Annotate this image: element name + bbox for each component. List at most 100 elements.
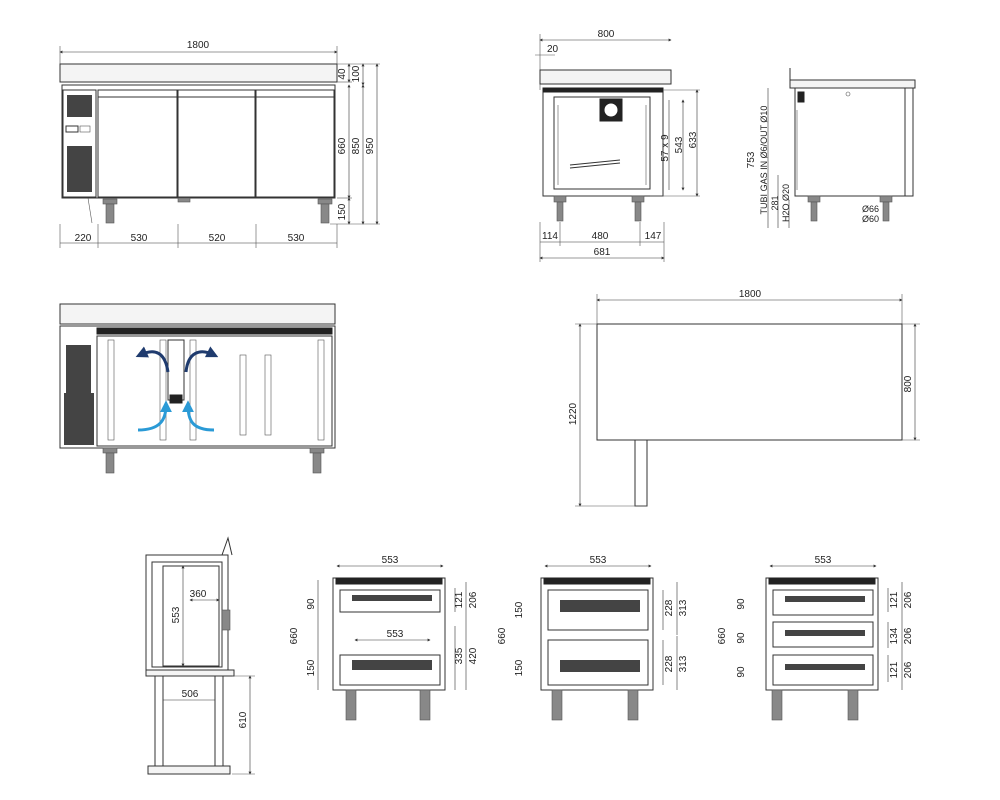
tray-553-label: 553 [171, 606, 182, 623]
gas-tube-label: TUBI GAS IN Ø6/OUT Ø10 [759, 106, 769, 215]
drawer3-left-3: 90 [736, 666, 747, 678]
dim-633-label: 633 [688, 131, 699, 148]
control-display [65, 125, 79, 133]
drawer2-right-3: 335 [454, 647, 465, 664]
leg-2 [317, 198, 333, 205]
dim-480-label: 480 [592, 231, 609, 242]
drawer2-left-1: 90 [306, 598, 317, 610]
airflow-grill-upper [66, 345, 91, 393]
leg-1 [102, 198, 118, 205]
drawer2-right-4: 420 [468, 647, 479, 664]
dim-281-label: 281 [770, 195, 780, 210]
drawer2eq-body-label: 660 [497, 627, 508, 644]
dim-114-label: 114 [542, 231, 558, 242]
drawer3-right-4: 206 [903, 627, 914, 644]
dim-753-label: 753 [746, 151, 757, 168]
drawer-view-2-drawers: 553 553 660 90 150 121 206 335 420 [289, 555, 479, 721]
drawer3-left-2: 90 [736, 632, 747, 644]
airflow-in-right [182, 400, 215, 432]
tray-stand-leg-2 [214, 675, 224, 767]
side-leg-back [634, 201, 642, 222]
h2o-label: H2O Ø20 [781, 184, 791, 222]
side-view: 800 20 57 x 9 543 633 114 480 [535, 29, 700, 262]
airflow-out-right [184, 346, 219, 373]
dim-147-label: 147 [645, 231, 662, 242]
corner-top-view: 1800 800 1220 [568, 289, 920, 507]
dim-543-label: 543 [674, 136, 685, 153]
rear-leg-2 [882, 201, 890, 222]
tray-360-label: 360 [190, 589, 207, 600]
dim-bottom-3: 520 [209, 233, 226, 244]
tray-506-label: 506 [182, 689, 199, 700]
drawer3-right-1: 121 [889, 591, 900, 608]
dim-100-label: 100 [351, 65, 362, 82]
side-leg-front [556, 201, 564, 222]
rear-leg-1 [810, 201, 818, 222]
front-view: 1800 40 100 [59, 40, 380, 248]
dim-681-label: 681 [594, 247, 611, 258]
drawer2-inner-label: 553 [387, 629, 404, 640]
connection-view: 753 TUBI GAS IN Ø6/OUT Ø10 281 H2O Ø20 Ø… [746, 68, 916, 228]
dim-bottom-4: 530 [288, 233, 305, 244]
diameter-60-label: Ø60 [862, 214, 879, 224]
side-worktop [539, 69, 672, 85]
airflow-leg-1 [105, 452, 115, 474]
dim-20-label: 20 [547, 44, 559, 55]
airflow-out-left [135, 346, 170, 373]
drawer2eq-right-3: 228 [664, 655, 675, 672]
drawer3-right-3: 134 [889, 627, 900, 644]
drawer-view-2-equal-drawers: 553 660 150 150 228 313 228 313 [497, 555, 689, 721]
tray-section-view: 360 553 506 610 [145, 536, 255, 775]
compressor-unit [64, 393, 94, 445]
dim-660-label: 660 [337, 137, 348, 154]
dim-850-label: 850 [351, 137, 362, 154]
drawer2-body-label: 660 [289, 627, 300, 644]
drawer2eq-top-label: 553 [590, 555, 607, 566]
door-3 [255, 89, 335, 198]
tray-stand-leg-1 [154, 675, 164, 767]
tray-610-label: 610 [238, 711, 249, 728]
ventilation-grill-lower [67, 146, 92, 192]
tray-gn [162, 565, 220, 667]
ventilation-grill-upper [67, 95, 92, 117]
drawer3-top-label: 553 [815, 555, 832, 566]
drawer2-right-2: 206 [468, 591, 479, 608]
door-2 [177, 89, 256, 198]
corner-return-top [634, 439, 648, 507]
corner-depth-label: 800 [903, 375, 914, 392]
shelf-rails [557, 105, 647, 185]
drawer2eq-left-2: 150 [514, 659, 525, 676]
drawer2-right-1: 121 [454, 591, 465, 608]
dim-bottom-2: 530 [131, 233, 148, 244]
dim-bottom-1: 220 [75, 233, 92, 244]
drawer3-drawer-1 [772, 589, 874, 616]
dim-150-label: 150 [337, 203, 348, 220]
drawer3-right-6: 206 [903, 661, 914, 678]
airflow-view [59, 303, 336, 474]
rear-body [794, 87, 906, 197]
dim-40-label: 40 [337, 68, 348, 80]
dim-rail-label: 57 x 9 [660, 134, 671, 162]
dim-depth-label: 800 [598, 29, 615, 40]
corner-main-top [596, 323, 903, 441]
drawer-view-3-drawers: 553 660 90 90 90 121 206 134 206 121 206 [717, 555, 914, 721]
drawer2eq-left-1: 150 [514, 601, 525, 618]
shelf-supports [107, 339, 325, 441]
drawer3-right-2: 206 [903, 591, 914, 608]
airflow-in-left [137, 400, 172, 432]
airflow-worktop [59, 303, 336, 325]
airflow-leg-2 [312, 452, 322, 474]
diameter-66-label: Ø66 [862, 204, 879, 214]
drawer2-left-2: 150 [306, 659, 317, 676]
rear-worktop [789, 79, 916, 89]
door-1 [97, 89, 178, 198]
evaporator-column [167, 339, 185, 401]
drawer3-left-1: 90 [736, 598, 747, 610]
worktop [59, 63, 338, 83]
drawer2-top-label: 553 [382, 555, 399, 566]
drawer2eq-right-1: 228 [664, 599, 675, 616]
corner-length-label: 1220 [568, 402, 579, 425]
drawer3-right-5: 121 [889, 661, 900, 678]
